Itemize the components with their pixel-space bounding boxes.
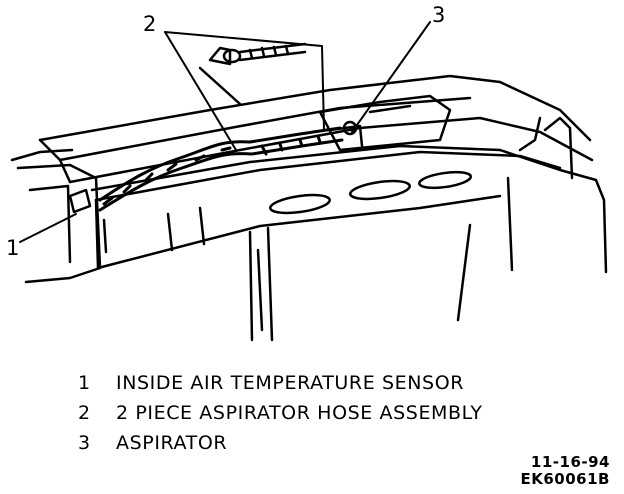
legend-text: 2 PIECE ASPIRATOR HOSE ASSEMBLY [116, 402, 483, 424]
aspirator-hose [98, 126, 344, 212]
legend-number: 3 [78, 432, 91, 454]
legend-item: 1 INSIDE AIR TEMPERATURE SENSOR [78, 368, 483, 398]
figure-date: 11-16-94 [530, 453, 610, 471]
figure-code: 11-16-94 EK60061B [521, 454, 611, 488]
figure-id: EK60061B [520, 470, 610, 488]
dash-upper-panel [38, 74, 594, 192]
legend-number: 2 [78, 402, 91, 424]
legend: 1 INSIDE AIR TEMPERATURE SENSOR 2 2 PIEC… [78, 368, 483, 458]
callout-2: 2 [143, 12, 157, 36]
left-side-panel [10, 148, 102, 284]
legend-item: 3 ASPIRATOR [78, 428, 483, 458]
leader-lines [19, 21, 431, 243]
temperature-sensor [68, 188, 108, 254]
aspirator-body [318, 94, 452, 152]
instrument-panel-illustration [10, 21, 608, 342]
hose-detail-inset [198, 42, 307, 106]
right-side-panel [456, 116, 608, 322]
dash-lower-face [94, 150, 562, 270]
legend-text: ASPIRATOR [116, 432, 228, 454]
callout-3: 3 [432, 3, 446, 27]
center-post [248, 226, 274, 342]
callout-1: 1 [6, 236, 20, 260]
legend-item: 2 2 PIECE ASPIRATOR HOSE ASSEMBLY [78, 398, 483, 428]
legend-text: INSIDE AIR TEMPERATURE SENSOR [116, 372, 465, 394]
legend-number: 1 [78, 372, 91, 394]
